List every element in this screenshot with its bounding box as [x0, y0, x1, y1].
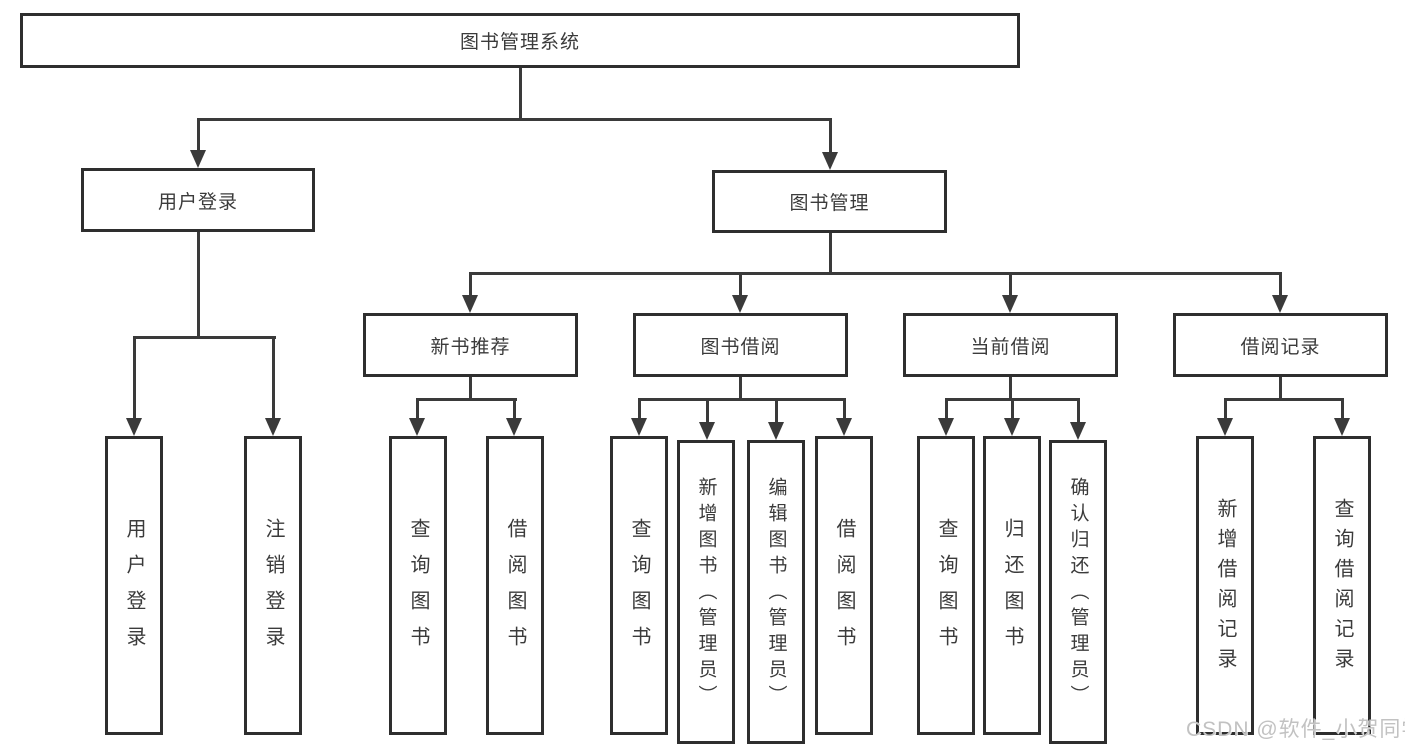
- connector-stem: [468, 274, 472, 297]
- node-leaf-borrow-books-1: 借阅图书: [486, 436, 544, 735]
- node-borrowing-records-label: 借阅记录: [1240, 336, 1321, 358]
- connector-trunk: [1278, 377, 1282, 400]
- connector-l1-bar: [196, 118, 832, 121]
- node-leaf-query-books-1: 查询图书: [389, 436, 447, 735]
- connector-stem: [828, 120, 832, 154]
- connector-bar: [415, 398, 517, 401]
- node-leaf-edit-book-admin: 编辑图书（管理员）: [747, 440, 805, 744]
- arrow-down-icon: [938, 418, 954, 436]
- arrow-down-icon: [1334, 418, 1350, 436]
- arrow-down-icon: [822, 152, 838, 170]
- leaf-label: 注销登录: [262, 517, 284, 662]
- leaf-label: 查询图书: [935, 517, 957, 662]
- leaf-label: 用户登录: [123, 517, 145, 662]
- arrow-down-icon: [1070, 422, 1086, 440]
- node-book-management: 图书管理: [712, 170, 947, 233]
- leaf-label: 归还图书: [1001, 517, 1023, 662]
- leaf-label: 编辑图书（管理员）: [765, 477, 787, 711]
- connector-stem: [1008, 274, 1012, 297]
- connector-bar: [1223, 398, 1344, 401]
- csdn-watermark: CSDN @软件_小贺同学: [1186, 718, 1405, 741]
- leaf-label: 查询借阅记录: [1331, 498, 1353, 678]
- connector-stem: [944, 400, 948, 420]
- node-borrowing-records: 借阅记录: [1173, 313, 1388, 377]
- node-leaf-user-login: 用户登录: [105, 436, 163, 735]
- node-leaf-confirm-return-admin: 确认归还（管理员）: [1049, 440, 1107, 744]
- connector-trunk: [468, 377, 472, 400]
- connector-user-bar: [132, 336, 276, 339]
- node-leaf-borrow-books-2: 借阅图书: [815, 436, 873, 735]
- leaf-label: 借阅图书: [833, 517, 855, 662]
- leaf-label: 查询图书: [628, 517, 650, 662]
- connector-stem: [738, 274, 742, 297]
- connector-mgmt-trunk: [828, 233, 832, 275]
- node-leaf-logout: 注销登录: [244, 436, 302, 735]
- node-leaf-query-borrow-record: 查询借阅记录: [1313, 436, 1371, 735]
- arrow-down-icon: [1272, 295, 1288, 313]
- connector-stem: [1278, 274, 1282, 297]
- arrow-down-icon: [836, 418, 852, 436]
- arrow-down-icon: [462, 295, 478, 313]
- connector-stem: [1010, 400, 1014, 420]
- connector-stem: [774, 400, 778, 424]
- leaf-label: 查询图书: [407, 517, 429, 662]
- connector-stem: [842, 400, 846, 420]
- node-book-management-label: 图书管理: [789, 193, 870, 214]
- connector-stem: [132, 338, 136, 420]
- connector-stem: [1076, 400, 1080, 424]
- node-user-login-label: 用户登录: [157, 191, 238, 213]
- node-new-book-recommend: 新书推荐: [363, 313, 578, 377]
- node-new-book-recommend-label: 新书推荐: [430, 336, 511, 358]
- connector-bar: [944, 398, 1080, 401]
- node-book-borrowing-label: 图书借阅: [700, 336, 781, 358]
- node-current-borrowing: 当前借阅: [903, 313, 1118, 377]
- node-leaf-query-books-3: 查询图书: [917, 436, 975, 735]
- connector-stem: [1340, 400, 1344, 420]
- arrow-down-icon: [506, 418, 522, 436]
- node-leaf-query-books-2: 查询图书: [610, 436, 668, 735]
- arrow-down-icon: [699, 422, 715, 440]
- node-root-label: 图书管理系统: [459, 32, 580, 53]
- connector-trunk: [738, 377, 742, 400]
- node-leaf-add-book-admin: 新增图书（管理员）: [677, 440, 735, 744]
- node-user-login: 用户登录: [81, 168, 315, 232]
- connector-stem: [271, 338, 275, 420]
- node-current-borrowing-label: 当前借阅: [970, 336, 1051, 358]
- node-book-borrowing: 图书借阅: [633, 313, 848, 377]
- leaf-label: 新增借阅记录: [1214, 498, 1236, 678]
- leaf-label: 确认归还（管理员）: [1067, 477, 1089, 711]
- connector-l3-bar: [468, 272, 1282, 275]
- arrow-down-icon: [1002, 295, 1018, 313]
- connector-stem: [415, 400, 419, 420]
- leaf-label: 新增图书（管理员）: [695, 477, 717, 711]
- connector-stem: [512, 400, 516, 420]
- connector-stem: [196, 120, 200, 152]
- arrow-down-icon: [768, 422, 784, 440]
- arrow-down-icon: [265, 418, 281, 436]
- node-leaf-return-books: 归还图书: [983, 436, 1041, 735]
- arrow-down-icon: [1004, 418, 1020, 436]
- arrow-down-icon: [190, 150, 206, 168]
- arrow-down-icon: [1217, 418, 1233, 436]
- connector-trunk: [1008, 377, 1012, 400]
- connector-root-trunk: [518, 68, 522, 121]
- connector-bar: [637, 398, 846, 401]
- arrow-down-icon: [631, 418, 647, 436]
- connector-stem: [705, 400, 709, 424]
- connector-stem: [1223, 400, 1227, 420]
- arrow-down-icon: [126, 418, 142, 436]
- leaf-label: 借阅图书: [504, 517, 526, 662]
- node-root: 图书管理系统: [20, 13, 1020, 68]
- connector-stem: [637, 400, 641, 420]
- arrow-down-icon: [409, 418, 425, 436]
- arrow-down-icon: [732, 295, 748, 313]
- node-leaf-add-borrow-record: 新增借阅记录: [1196, 436, 1254, 735]
- connector-user-trunk: [196, 232, 200, 339]
